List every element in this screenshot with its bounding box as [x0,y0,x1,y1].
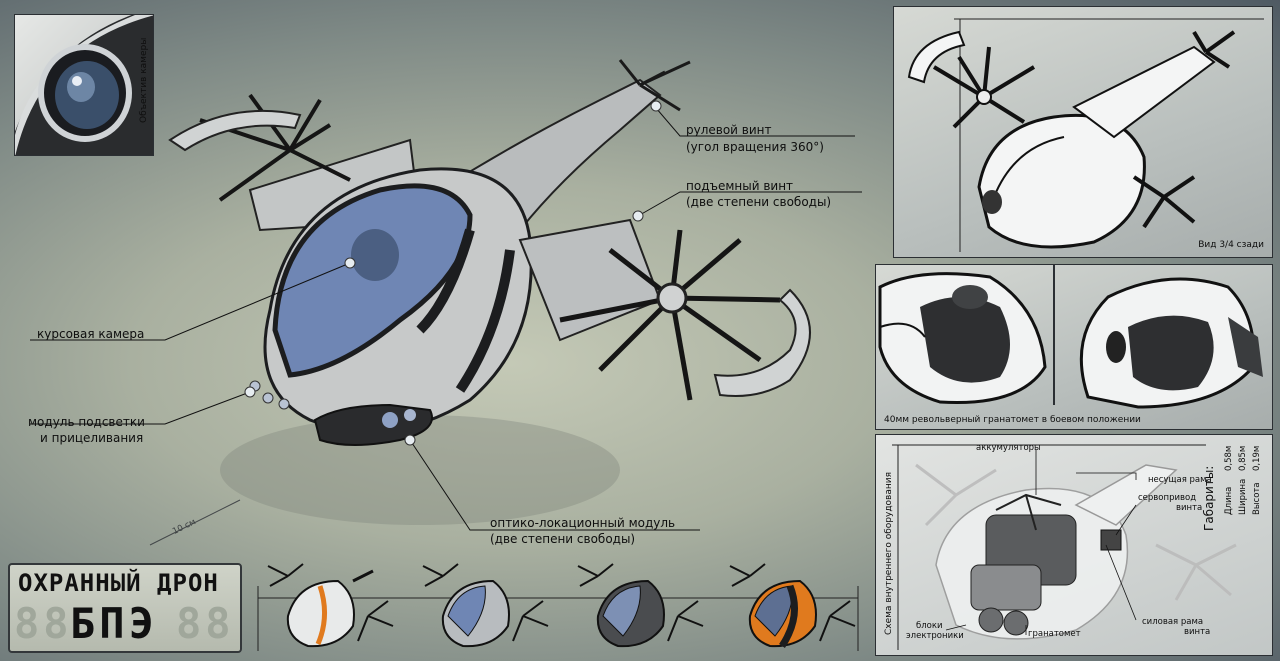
lift-rotor-label: подъемный винт [686,179,794,193]
grenade-panel: 40мм револьверный гранатомет в боевом по… [875,264,1273,430]
light-module-label-2: и прицеливания [40,431,144,445]
grenade-panel-divider [1053,265,1055,405]
title-ghost-right: 88 [176,599,235,648]
title-ghost-left: 88 [14,599,73,648]
schema-servo-2: винта [1176,503,1203,513]
light-module-label-1: модуль подсветки [28,415,145,429]
optic-module-note: (две степени свободы) [490,532,636,546]
schema-electronics-1: блоки [916,621,943,631]
tail-rotor-note: (угол вращения 360°) [686,140,824,154]
color-variants-strip [257,563,859,651]
rear-view-label: Вид 3/4 сзади [1198,240,1264,250]
callout-lines [30,107,862,531]
camera-lens-inset: Объектив камеры [14,14,154,156]
tail-rotor-label: рулевой винт [686,123,772,137]
schema-title: Схема внутреннего оборудования [884,471,894,635]
title-box: ОХРАННЫЙ ДРОН 88 БПЭ 88 [8,563,242,653]
variant-black-orange [729,563,856,648]
schema-panel: Схема внутреннего оборудования аккумулят… [875,434,1273,656]
main-drone-illustration [30,59,862,546]
right-lift-rotor [559,229,781,401]
schema-launcher: гранатомет [1028,629,1081,639]
title-line-2: БПЭ [70,599,158,648]
camera-lens-illustration [15,15,153,155]
dimension-length-label: Длина [1224,486,1234,515]
schema-batteries: аккумуляторы [976,443,1041,453]
title-line-1: ОХРАННЫЙ ДРОН [18,569,219,597]
optic-module-label: оптико-локационный модуль [490,516,676,530]
lift-rotor-note: (две степени свободы) [686,195,832,209]
schema-servo-1: сервопривод [1138,493,1197,503]
schema-frame: несущая рама [1148,475,1212,485]
schema-electronics-2: электроники [906,631,964,641]
grenade-closeup-left [878,272,1047,405]
variant-dark [577,563,704,648]
schema-power-frame-1: силовая рама [1142,617,1204,627]
course-camera-label: курсовая камера [37,327,145,341]
dimension-length-value: 0,58м [1224,445,1234,471]
schema-power-frame-2: винта [1184,627,1211,637]
dimensions-title: Габариты: [1202,465,1216,531]
dimension-height-label: Высота [1252,482,1262,515]
variant-silver [422,563,549,648]
dimension-width-label: Ширина [1238,478,1248,515]
grenade-closeup-right [1079,277,1263,409]
rear-view-illustration [907,18,1264,252]
schema-illustration [892,444,1237,650]
rear-view-panel: Вид 3/4 сзади [893,6,1273,258]
grenade-caption: 40мм револьверный гранатомет в боевом по… [884,415,1141,425]
variant-orange-stripe [267,563,394,648]
dimension-height-value: 0,19м [1252,445,1262,471]
tail-rotor [618,59,691,112]
dimension-width-value: 0,85м [1238,445,1248,471]
